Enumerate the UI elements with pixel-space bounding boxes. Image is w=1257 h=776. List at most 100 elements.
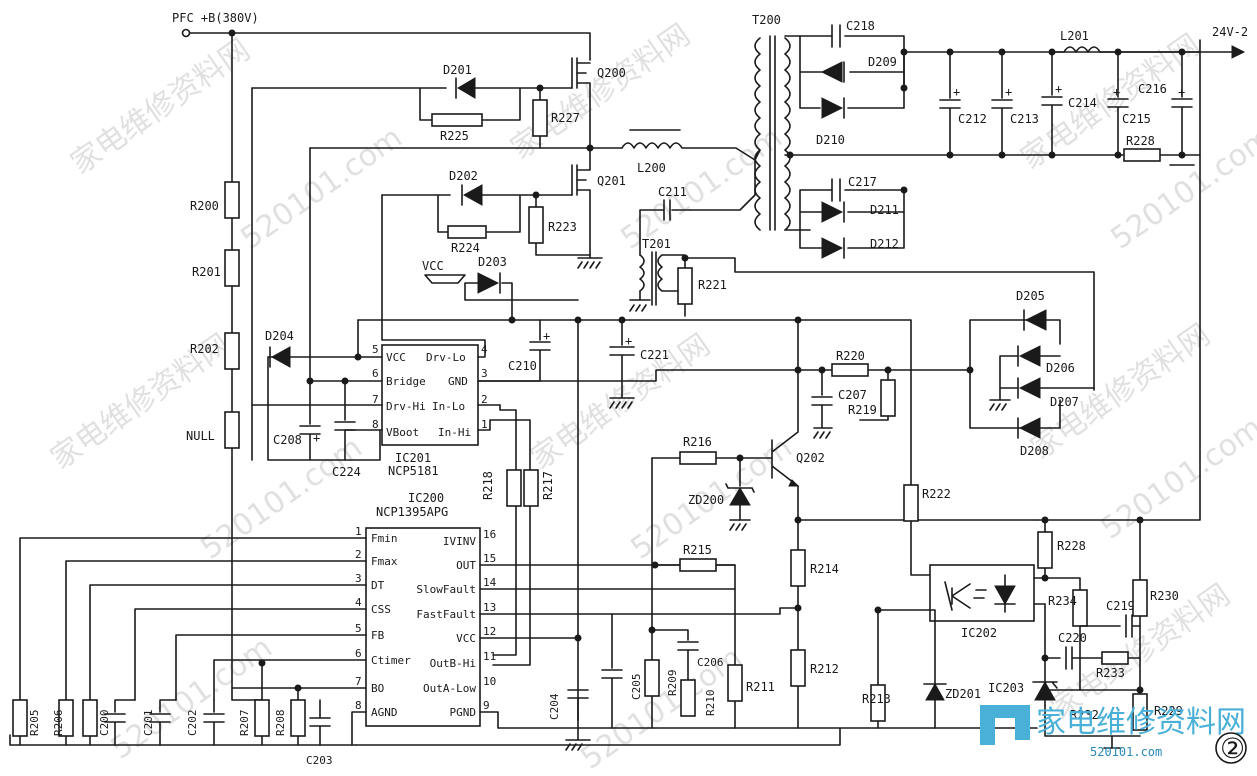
cap-label: C204 [548, 693, 561, 720]
terminal-pfc [181, 28, 191, 38]
res-label: R207 [238, 710, 251, 737]
res-label: R233 [1096, 666, 1125, 680]
res-label: R205 [28, 710, 41, 737]
q201-stage: Q201 D202 R224 R223 [381, 147, 626, 357]
res-label: R206 [52, 710, 65, 737]
ic200-pin-num: 4 [355, 596, 362, 609]
ic200-pin-num: 6 [355, 647, 362, 660]
watermark-url: 520101.com [105, 630, 279, 767]
res-label: R202 [190, 342, 219, 356]
ic200-body [365, 527, 481, 727]
cap-plus: + [1178, 85, 1185, 99]
diode-label: D210 [816, 133, 845, 147]
diode-label: D205 [1016, 289, 1045, 303]
res-label: R211 [746, 680, 775, 694]
ic201-pin-num: 3 [481, 367, 488, 380]
res-label: R232 [1070, 708, 1099, 722]
ic200-pin-num: 8 [355, 699, 362, 712]
transformer-label: T200 [752, 13, 781, 27]
cap-label: C217 [848, 175, 877, 189]
secondary-regulation: R228 R234 C219 R230 C220 R233 IC203 R229… [988, 39, 1201, 749]
ic201-pin-name: In-Hi [438, 426, 471, 439]
ic201-pin-num: 8 [372, 418, 379, 431]
input-rail: PFC +B(380V) [172, 11, 591, 701]
diode-label: D202 [449, 169, 478, 183]
ic201-pin-num: 7 [372, 393, 379, 406]
ic200-left-network: R205 R206 C200 C201 C202 R207 R208 C203 [9, 537, 367, 767]
ic201-pin-num: 4 [481, 343, 488, 356]
ic200-pin-name: Fmin [371, 532, 398, 545]
q202-stage: R216 ZD200 Q202 R214 R212 [651, 319, 1038, 729]
ic200-pin-name: OUT [456, 559, 476, 572]
res-label: R229 [1154, 704, 1183, 718]
r228-label: R228 [1126, 134, 1155, 148]
ic200-pin-name: AGND [371, 706, 398, 719]
t201-stage: C211 T201 R221 [629, 185, 1095, 391]
vcc-d203: VCC D203 [422, 255, 579, 321]
ic200-pin-num: 1 [355, 525, 362, 538]
res-label: R221 [698, 278, 727, 292]
bootstrap-parts: D204 + C208 C224 [265, 329, 381, 479]
transistor-label: Q201 [597, 174, 626, 188]
res-label: R220 [836, 349, 865, 363]
inductor-label: L200 [637, 161, 666, 175]
res-label: R227 [551, 111, 580, 125]
cap-plus: + [953, 85, 960, 99]
page-number: ② [1220, 732, 1245, 765]
cap-label: C202 [186, 710, 199, 737]
ic201-pin-num: 2 [481, 393, 488, 406]
cap-label: C205 [630, 674, 643, 701]
ic200-pin-name: OutA-Low [423, 682, 476, 695]
res-label: R208 [274, 710, 287, 737]
res-label: R212 [810, 662, 839, 676]
ic-label: IC202 [961, 626, 997, 640]
diode-label: D207 [1050, 395, 1079, 409]
net-label-pfc: PFC +B(380V) [172, 11, 259, 25]
cap-label: C218 [846, 19, 875, 33]
ic200-pin-group: 1Fmin2Fmax3DT4CSS5FB6Ctimer7BO8AGND16IVI… [355, 525, 497, 719]
diode-label: D206 [1046, 361, 1075, 375]
res-label: R201 [192, 265, 221, 279]
res-label: R224 [451, 241, 480, 255]
cap-label: C208 [273, 433, 302, 447]
logo-url: 520101.com [1090, 745, 1162, 759]
res-label: R225 [440, 129, 469, 143]
ic200-pin-name: VCC [456, 632, 476, 645]
diode-bridge-aux: D205 D206 D207 D208 [969, 289, 1095, 458]
res-label: R223 [548, 220, 577, 234]
ic200-pin-num: 14 [483, 576, 497, 589]
ic200-pin-name: FB [371, 629, 385, 642]
ic200-pin-num: 16 [483, 528, 496, 541]
cap-label: C211 [658, 185, 687, 199]
output-filter: L201 24V-2 + C212 + C213 + C214 + C215 +… [939, 25, 1248, 166]
res-label: R219 [848, 403, 877, 417]
ic200-pin-num: 12 [483, 625, 496, 638]
cap-label: C214 [1068, 96, 1097, 110]
ic200-pin-num: 3 [355, 572, 362, 585]
optocoupler: R222 IC202 R213 ZD201 [862, 484, 1046, 729]
feedback-sense: R220 C207 R219 [477, 349, 974, 439]
cap-label: C219 [1106, 599, 1135, 613]
ic201-pin-name: VBoot [386, 426, 419, 439]
ic200-block: IC200 NCP1395APG [365, 491, 481, 727]
cap-label: C216 [1138, 82, 1167, 96]
diode-label: D204 [265, 329, 294, 343]
ic200-pin-num: 11 [483, 650, 496, 663]
diode-label: D212 [870, 237, 899, 251]
watermark-text: 家电维修资料网 [1025, 317, 1217, 466]
ic200-pin-name: IVINV [443, 535, 476, 548]
res-label: R213 [862, 692, 891, 706]
ic201-pin-name: VCC [386, 351, 406, 364]
ic200-pin-num: 9 [483, 699, 490, 712]
ic200-part: NCP1395APG [376, 505, 448, 519]
transformer-label: T201 [642, 237, 671, 251]
res-label: R214 [810, 562, 839, 576]
ic201-pin-name: In-Lo [432, 400, 465, 413]
ic201-pin-name: Drv-Lo [426, 351, 466, 364]
r217-r218: R218 R217 [481, 469, 555, 507]
watermark-text: 家电维修资料网 [65, 32, 257, 181]
ic201-ref: IC201 [395, 451, 431, 465]
net-label-24v: 24V-2 [1212, 25, 1248, 39]
cap-plus: + [543, 329, 550, 343]
diode-label: D211 [870, 203, 899, 217]
